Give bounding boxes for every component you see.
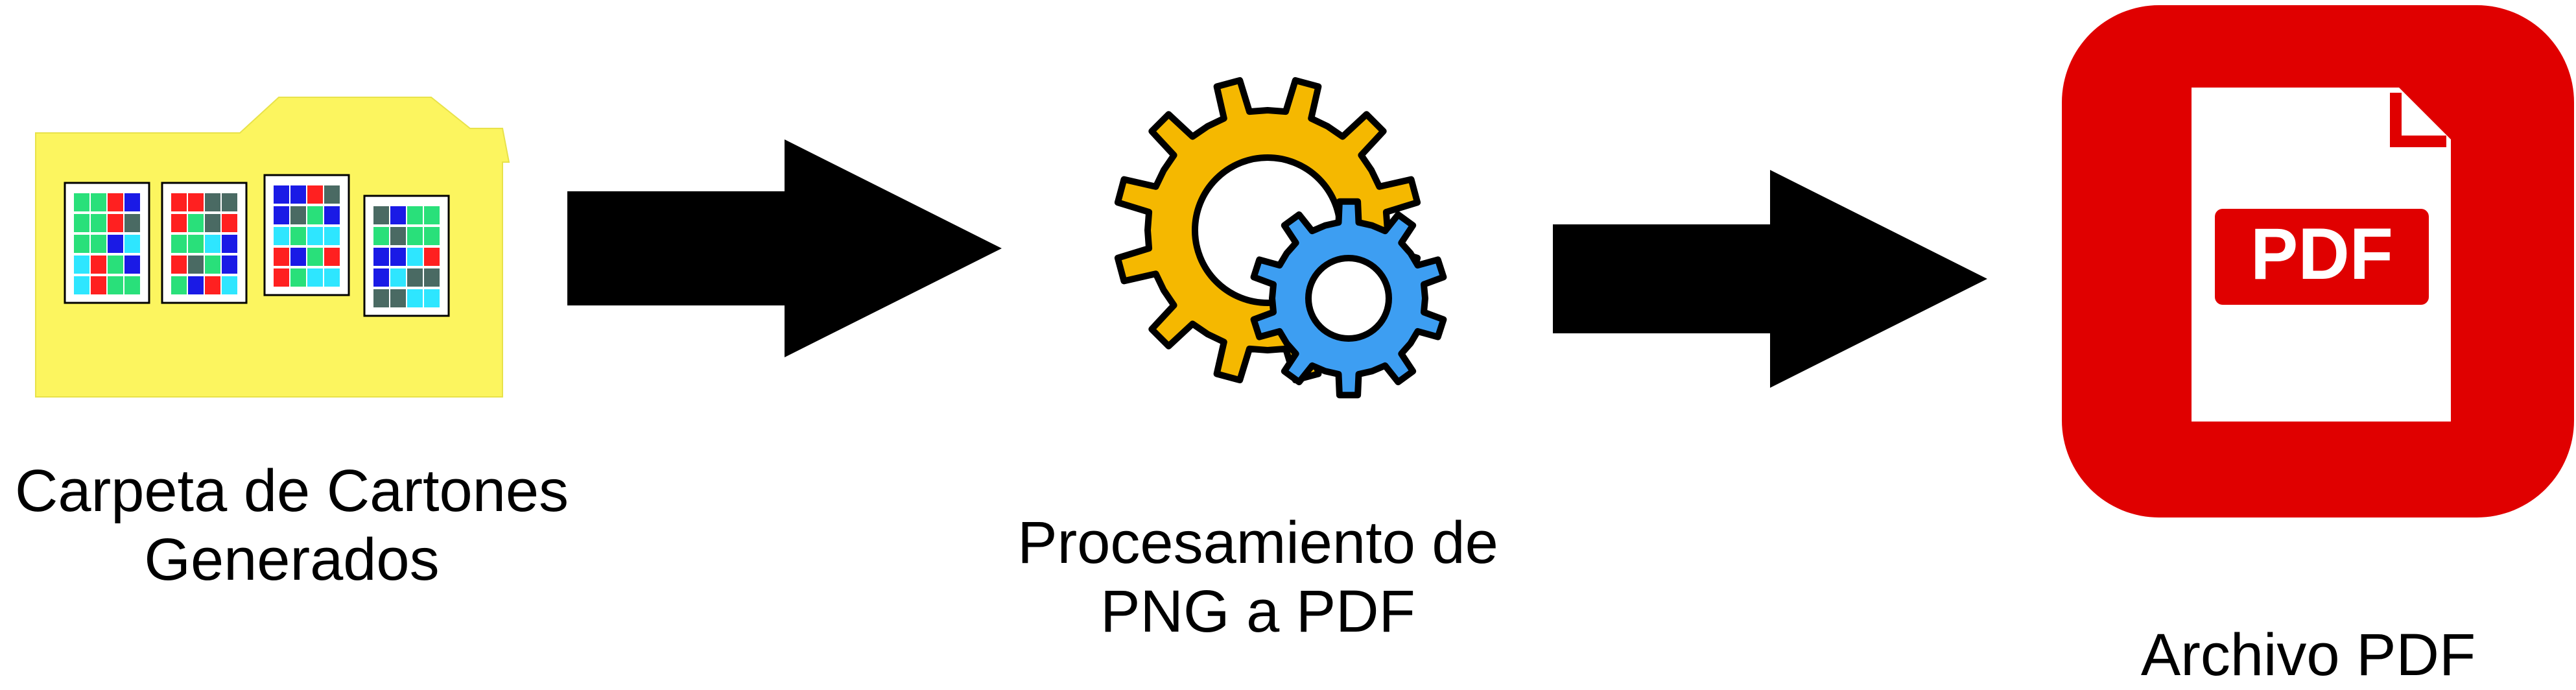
arrow-right-icon: [567, 139, 1002, 357]
step-label-folder: Carpeta de Cartones Generados: [14, 458, 569, 593]
step-label-processing: Procesamiento de PNG a PDF: [1017, 510, 1498, 645]
pdf-file-icon: PDF: [2062, 5, 2574, 518]
bingo-card-thumbnail: [64, 182, 150, 304]
bingo-card-thumbnail: [363, 195, 450, 317]
pdf-badge-text: PDF: [2251, 213, 2393, 294]
bingo-card-thumbnail: [161, 182, 248, 304]
bingo-card-thumbnail: [263, 174, 350, 296]
step-label-pdf: Archivo PDF: [2140, 622, 2476, 688]
arrow-right-icon: [1553, 170, 1987, 388]
gears-icon: [1114, 77, 1447, 399]
